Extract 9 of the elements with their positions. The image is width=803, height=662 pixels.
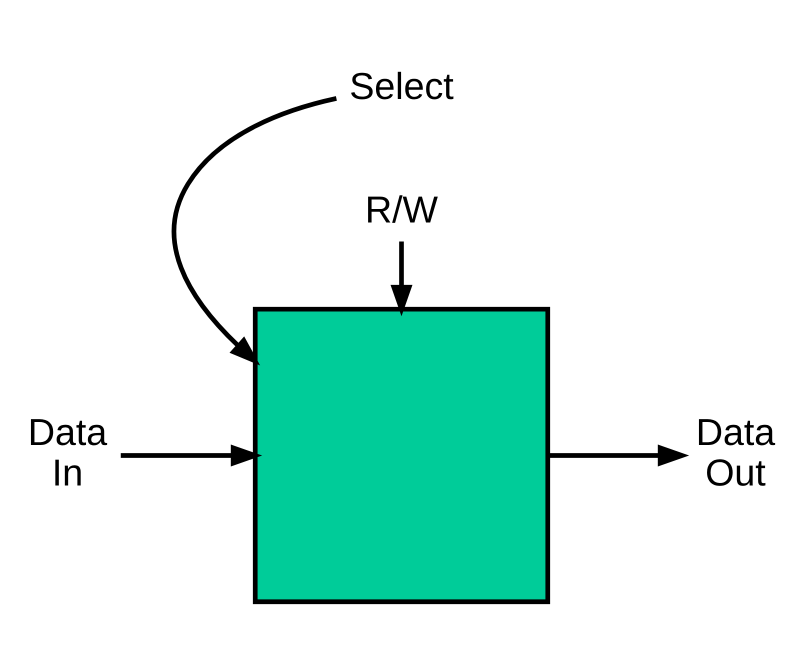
node-text: Data In <box>28 410 108 494</box>
node-box <box>252 306 550 604</box>
arrow <box>390 241 412 316</box>
node-text: Select <box>349 64 454 107</box>
node-text: R/W <box>365 188 438 230</box>
arrow <box>120 444 262 466</box>
arrow <box>172 96 337 365</box>
node-text: Data Out <box>696 410 776 494</box>
arrow <box>548 444 690 466</box>
